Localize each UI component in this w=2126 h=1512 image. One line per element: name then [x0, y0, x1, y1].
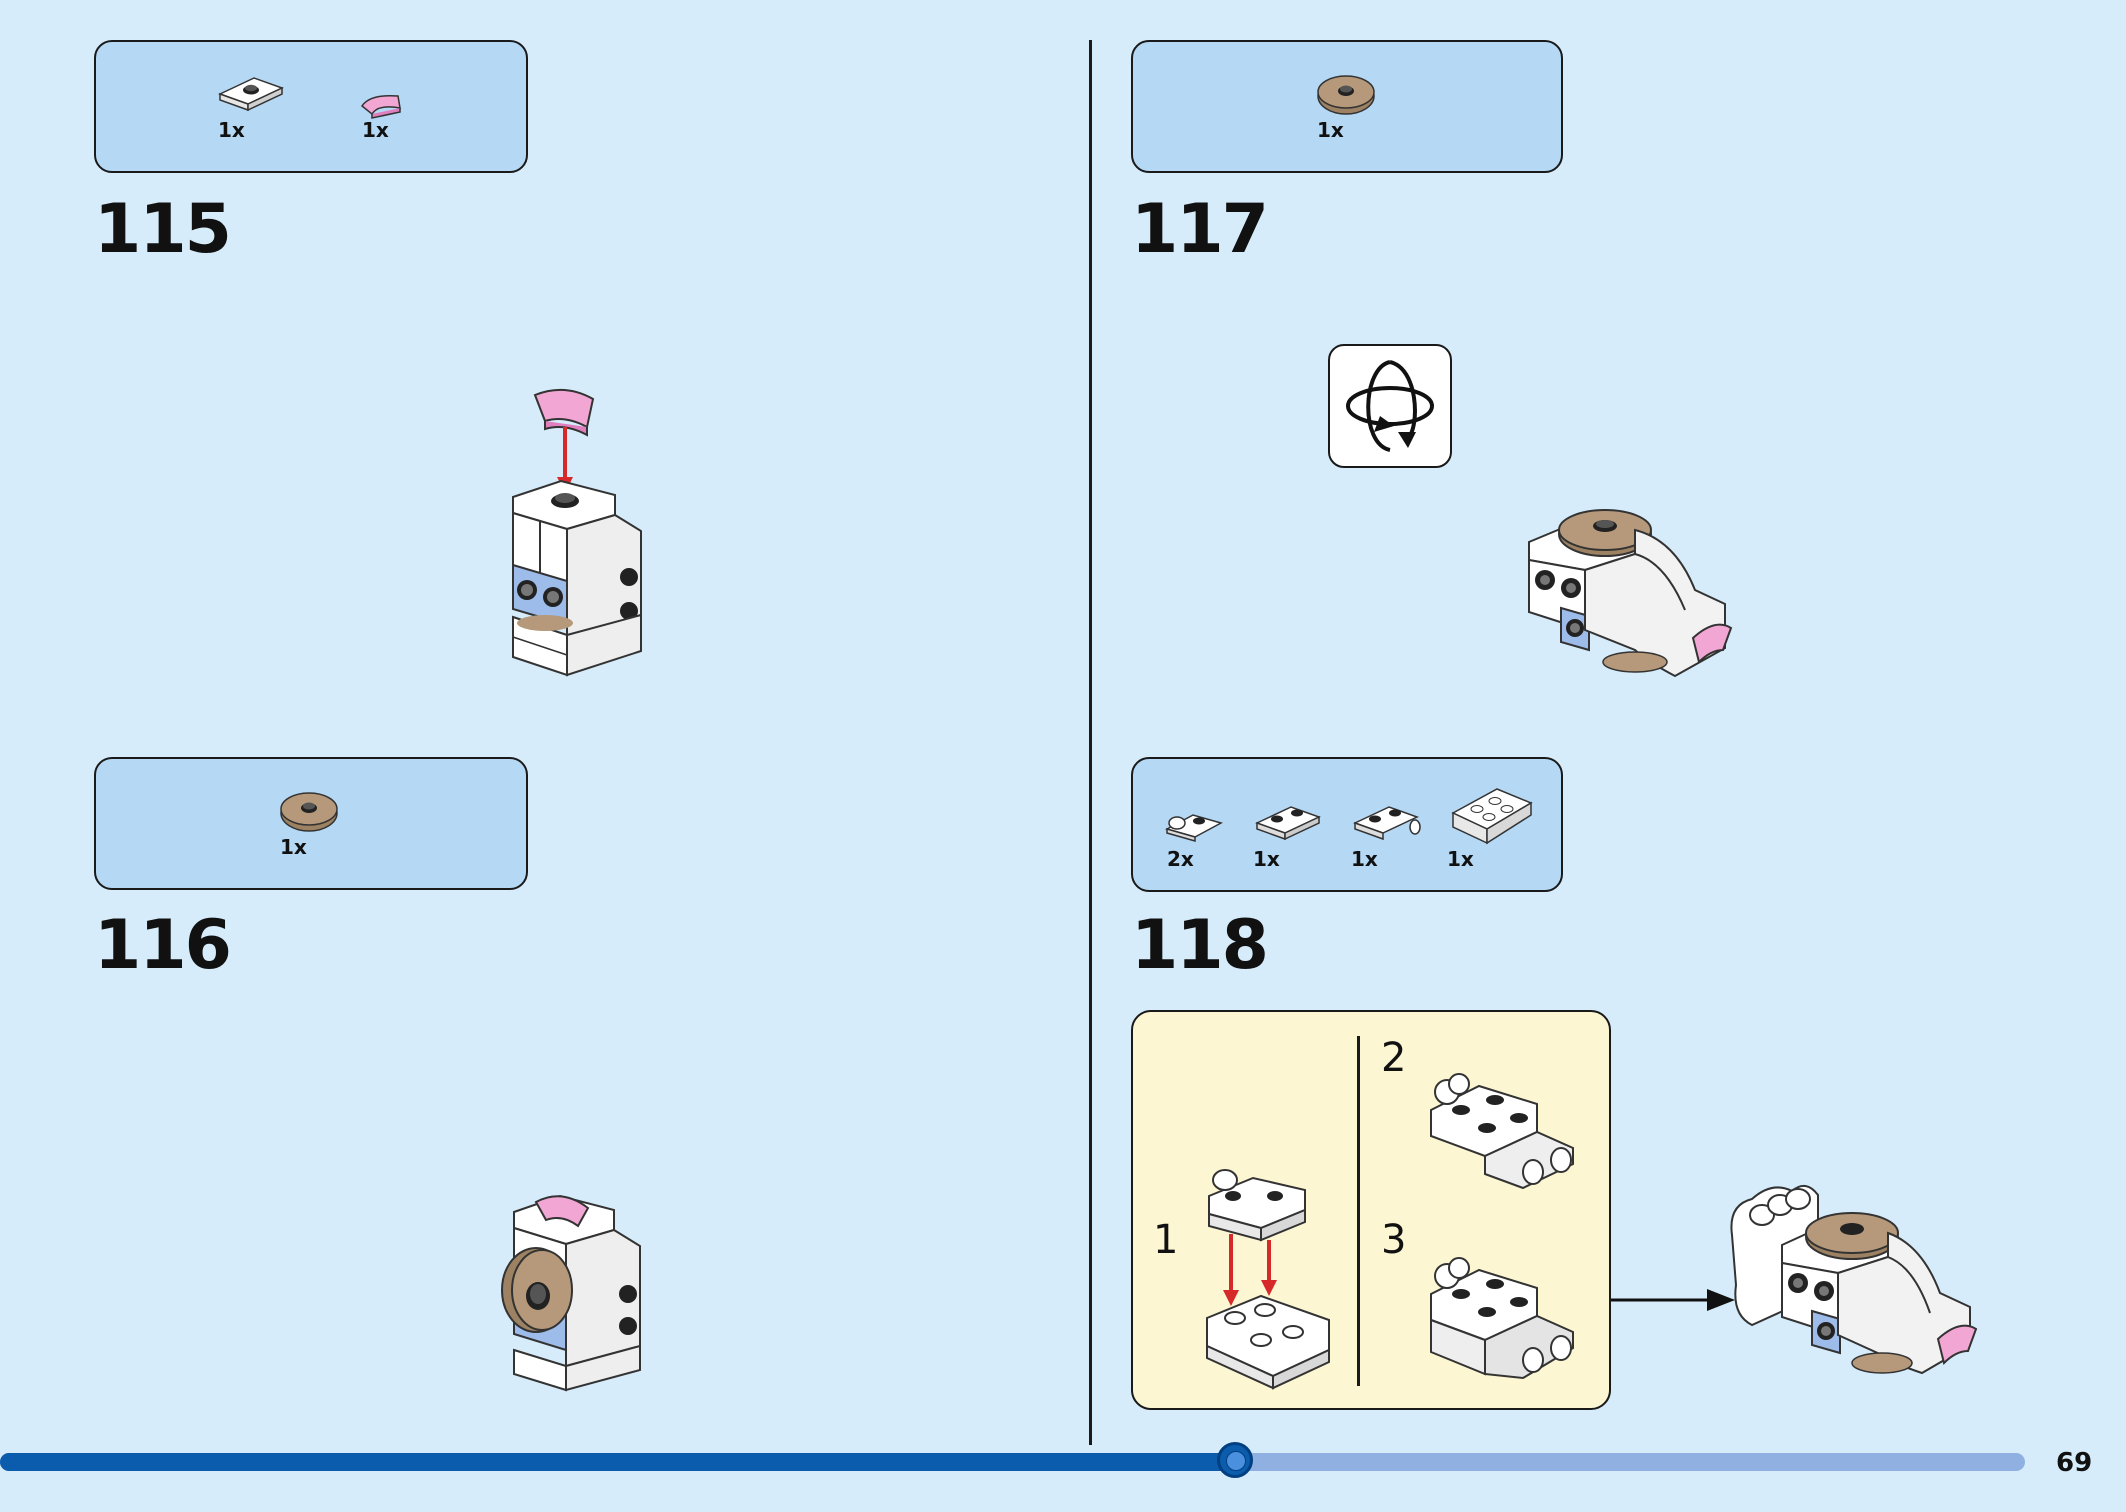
step-number-115: 115	[94, 190, 232, 269]
white-plate-1x2-jumper-icon	[218, 77, 284, 112]
build-progress-bar	[0, 1442, 2025, 1478]
part-qty: 1x	[280, 835, 307, 859]
substep-number-3: 3	[1381, 1217, 1407, 1263]
step-117-model-illustration	[1528, 509, 1733, 678]
substep-panel: 1 2 3	[1131, 1010, 1611, 1410]
substep-number-2: 2	[1381, 1035, 1407, 1081]
pink-quarter-tile-icon	[360, 94, 401, 119]
part-qty: 1x	[1351, 847, 1378, 871]
step-116-model-illustration	[501, 1194, 641, 1392]
substep-2-illustration	[1430, 1073, 1574, 1190]
build-progress-fill	[0, 1453, 1235, 1471]
part-qty: 1x	[1317, 118, 1344, 142]
page-number: 69	[2056, 1448, 2093, 1478]
step-number-117: 117	[1131, 190, 1269, 269]
step-number-116: 116	[94, 906, 232, 985]
part-qty: 1x	[362, 118, 389, 142]
page-divider	[1089, 40, 1092, 1445]
parts-box-step-117: 1x	[1131, 40, 1563, 173]
rotate-model-icon	[1346, 360, 1434, 452]
substep-number-1: 1	[1153, 1217, 1179, 1263]
rotate-model-indicator	[1328, 344, 1452, 468]
part-qty: 1x	[1253, 847, 1280, 871]
substep-3-illustration	[1430, 1257, 1574, 1380]
part-qty: 2x	[1167, 847, 1194, 871]
substep-1-illustration	[1206, 1169, 1330, 1390]
step-number-118: 118	[1131, 906, 1269, 985]
tan-round-tile-icon	[280, 792, 338, 832]
tan-round-tile-icon	[1317, 75, 1375, 115]
parts-box-step-118: 2x 1x 1x 1x	[1131, 757, 1563, 892]
part-qty: 1x	[1447, 847, 1474, 871]
build-progress-knob	[1217, 1442, 1253, 1478]
step-118-model-illustration	[1730, 1184, 1978, 1375]
step-115-model-illustration	[512, 388, 642, 677]
white-plate-with-clip-icon	[1165, 814, 1223, 842]
white-plate-with-side-studs-icon	[1353, 806, 1421, 841]
white-inverted-slope-icon	[1451, 788, 1533, 845]
parts-box-step-116: 1x	[94, 757, 528, 890]
attach-arrow-icon	[1611, 1289, 1735, 1311]
parts-box-step-115: 1x 1x	[94, 40, 528, 173]
substep-divider	[1357, 1036, 1360, 1386]
part-qty: 1x	[218, 118, 245, 142]
white-plate-1x2-icon	[1255, 806, 1321, 841]
